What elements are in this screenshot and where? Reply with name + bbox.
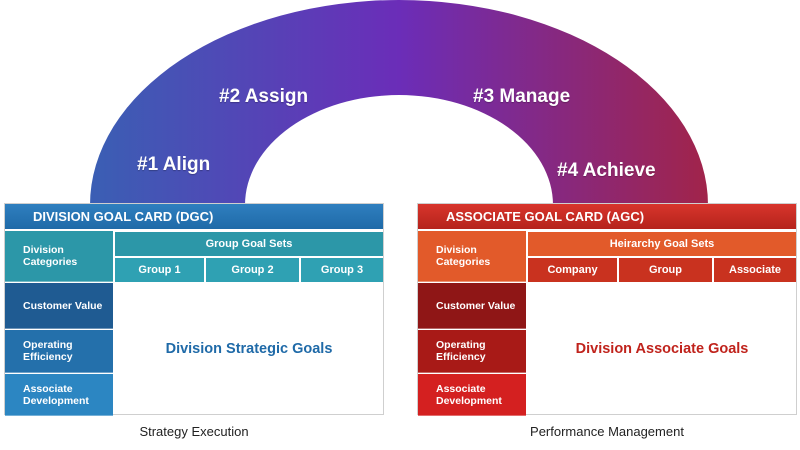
dgc-subcolumn-group-3: Group 3 [301,258,383,282]
dgc-subcolumn-group-2: Group 2 [206,258,299,282]
associate-goal-card: ASSOCIATE GOAL CARD (AGC) Division Categ… [417,203,797,416]
agc-subcolumn-group: Group [619,258,712,282]
agc-title: ASSOCIATE GOAL CARD (AGC) [418,204,796,229]
dgc-category-division: Division Categories [5,231,113,282]
agc-subcolumn-company: Company [528,258,617,282]
agc-category-operating-efficiency: Operating Efficiency [418,330,526,373]
agc-main-goals: Division Associate Goals [575,341,749,357]
dgc-main-goals: Division Strategic Goals [165,341,333,357]
agc-subcolumn-associate: Associate [714,258,796,282]
step-manage-label: #3 Manage [473,86,571,107]
dgc-set-header: Group Goal Sets [115,232,383,256]
dgc-category-operating-efficiency: Operating Efficiency [5,330,113,373]
step-achieve-label: #4 Achieve [557,160,656,181]
dgc-category-customer-value: Customer Value [5,283,113,329]
agc-set-header: Heirarchy Goal Sets [528,232,796,256]
division-goal-card: DIVISION GOAL CARD (DGC) Division Catego… [4,203,384,416]
agc-category-associate-development: Associate Development [418,374,526,416]
step-assign-label: #2 Assign [219,86,309,107]
agc-category-division: Division Categories [418,231,526,282]
dgc-title: DIVISION GOAL CARD (DGC) [5,204,383,229]
arc-band [90,0,708,205]
agc-caption: Performance Management [530,424,684,439]
dgc-category-associate-development: Associate Development [5,374,113,416]
dgc-subcolumn-group-1: Group 1 [115,258,204,282]
agc-category-customer-value: Customer Value [418,283,526,329]
step-align-label: #1 Align [137,154,211,175]
dgc-caption: Strategy Execution [139,424,249,439]
